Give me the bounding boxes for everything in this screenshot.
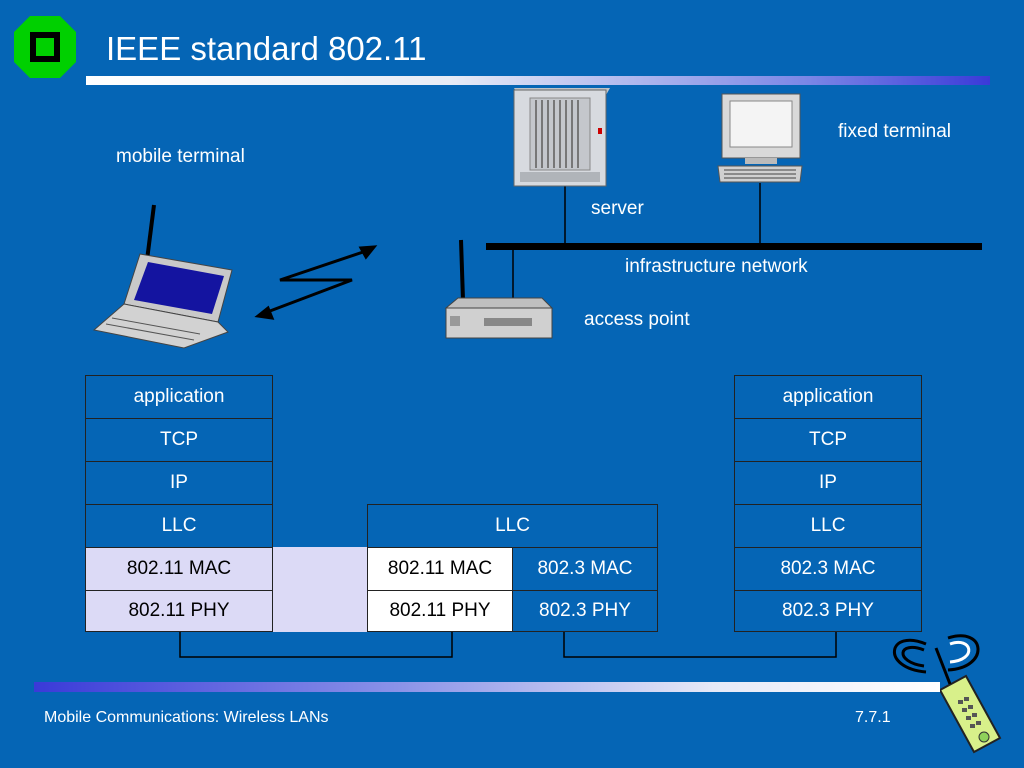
label-infrastructure-network: infrastructure network	[625, 256, 808, 277]
layer-phy: 802.11 PHY	[85, 590, 273, 632]
fixed-layer-llc: LLC	[734, 504, 922, 548]
laptop-icon	[92, 204, 233, 349]
wireless-medium-block	[273, 547, 367, 632]
layer-application: application	[85, 375, 273, 419]
label-server: server	[591, 198, 644, 219]
ap-layer-80211-phy: 802.11 PHY	[367, 590, 513, 632]
infrastructure-network-line	[486, 243, 982, 250]
label-access-point: access point	[584, 309, 690, 330]
fixed-layer-tcp: TCP	[734, 418, 922, 462]
fixed-layer-mac: 802.3 MAC	[734, 547, 922, 591]
ap-layer-8023-phy: 802.3 PHY	[512, 590, 658, 632]
ap-layer-llc: LLC	[367, 504, 658, 548]
layer-mac: 802.11 MAC	[85, 547, 273, 591]
title-underline-bar	[86, 76, 990, 85]
fixed-layer-phy: 802.3 PHY	[734, 590, 922, 632]
label-fixed-terminal: fixed terminal	[838, 121, 951, 142]
ap-layer-8023-mac: 802.3 MAC	[512, 547, 658, 591]
footer-bar	[34, 682, 940, 692]
logo-icon	[14, 16, 76, 78]
access-point-icon	[444, 239, 554, 339]
fixed-layer-application: application	[734, 375, 922, 419]
physical-links	[179, 632, 837, 658]
wireless-waves-icon	[893, 634, 980, 674]
fixed-terminal-icon	[717, 93, 803, 183]
fixed-layer-ip: IP	[734, 461, 922, 505]
footer-slide-number: 7.7.1	[855, 709, 891, 726]
wireless-link-arrow	[254, 245, 378, 320]
mobile-phone-icon	[934, 647, 1002, 754]
layer-ip: IP	[85, 461, 273, 505]
server-icon	[513, 88, 610, 187]
ap-layer-80211-mac: 802.11 MAC	[367, 547, 513, 591]
layer-llc: LLC	[85, 504, 273, 548]
footer-course-title: Mobile Communications: Wireless LANs	[44, 709, 329, 726]
label-mobile-terminal: mobile terminal	[116, 146, 245, 167]
slide-title: IEEE standard 802.11	[106, 30, 427, 67]
layer-tcp: TCP	[85, 418, 273, 462]
